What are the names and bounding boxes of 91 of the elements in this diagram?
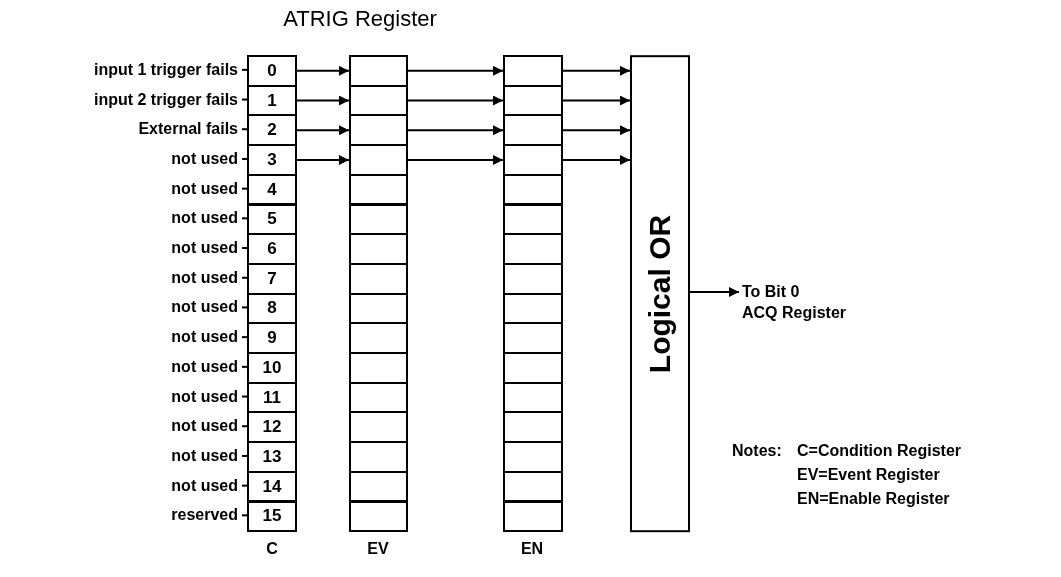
register-cell xyxy=(349,470,408,503)
note-text: C=Condition Register xyxy=(797,442,961,460)
note-text: EN=Enable Register xyxy=(797,490,950,508)
arrow xyxy=(562,125,631,136)
signal-label: not used xyxy=(171,267,238,288)
bit-number-cell: 7 xyxy=(247,262,297,295)
signal-label: not used xyxy=(171,386,238,407)
connector-line xyxy=(241,157,248,160)
arrow xyxy=(296,125,350,136)
connector-line xyxy=(241,128,248,131)
register-cell xyxy=(503,500,563,533)
connector-line xyxy=(241,187,248,190)
register-cell xyxy=(503,262,563,295)
connector-line xyxy=(241,336,248,339)
logic-gate-box: Logical OR xyxy=(630,55,690,533)
register-cell xyxy=(349,233,408,265)
bit-number-cell: 4 xyxy=(247,173,297,206)
register-cell xyxy=(349,262,408,295)
connector-line xyxy=(241,68,248,71)
arrow xyxy=(407,154,504,165)
bit-number-cell: 0 xyxy=(247,55,297,87)
bit-number-cell: 13 xyxy=(247,441,297,473)
signal-label: not used xyxy=(171,238,238,259)
signal-label: not used xyxy=(171,208,238,229)
signal-label: not used xyxy=(171,445,238,466)
column-label: EN xyxy=(520,540,544,558)
connector-line xyxy=(241,365,248,368)
arrow xyxy=(562,65,631,76)
register-cell xyxy=(503,173,563,206)
bit-number-cell: 6 xyxy=(247,233,297,265)
signal-label: not used xyxy=(171,356,238,377)
register-cell xyxy=(349,114,408,147)
connector-line xyxy=(241,395,248,398)
bit-number-cell: 10 xyxy=(247,352,297,384)
connector-line xyxy=(241,217,248,220)
signal-label: not used xyxy=(171,327,238,348)
signal-label: input 2 trigger fails xyxy=(94,89,238,110)
register-cell xyxy=(349,173,408,206)
register-cell xyxy=(349,500,408,533)
bit-number-cell: 9 xyxy=(247,322,297,354)
register-cell xyxy=(503,322,563,354)
register-cell xyxy=(349,441,408,473)
column-label: C xyxy=(266,540,278,558)
signal-label: not used xyxy=(171,297,238,318)
register-cell xyxy=(503,114,563,147)
bit-number-cell: 12 xyxy=(247,411,297,444)
arrow xyxy=(407,65,504,76)
connector-line xyxy=(241,247,248,250)
column-label: EV xyxy=(367,540,389,558)
register-cell xyxy=(349,144,408,176)
arrow xyxy=(296,95,350,106)
connector-line xyxy=(241,484,248,487)
diagram-title: ATRIG Register xyxy=(283,6,437,32)
signal-label: External fails xyxy=(138,119,238,140)
connector-line xyxy=(241,306,248,309)
signal-label: not used xyxy=(171,148,238,169)
register-cell xyxy=(503,144,563,176)
signal-label: not used xyxy=(171,416,238,437)
signal-label: not used xyxy=(171,178,238,199)
bit-number-cell: 15 xyxy=(247,500,297,533)
register-cell xyxy=(503,233,563,265)
register-cell xyxy=(349,322,408,354)
signal-label: input 1 trigger fails xyxy=(94,59,238,80)
register-cell xyxy=(503,411,563,444)
connector-line xyxy=(241,425,248,428)
arrow xyxy=(407,125,504,136)
register-cell xyxy=(349,411,408,444)
register-cell xyxy=(349,55,408,87)
output-label: To Bit 0 ACQ Register xyxy=(742,281,867,323)
bit-number-cell: 3 xyxy=(247,144,297,176)
register-cell xyxy=(503,352,563,384)
connector-line xyxy=(241,454,248,457)
note-text: EV=Event Register xyxy=(797,466,940,484)
arrow xyxy=(562,95,631,106)
bit-number-cell: 2 xyxy=(247,114,297,147)
signal-label: not used xyxy=(171,475,238,496)
notes-heading: Notes: xyxy=(732,442,782,460)
register-cell xyxy=(503,55,563,87)
signal-label: reserved xyxy=(171,505,238,526)
bit-number-cell: 14 xyxy=(247,470,297,503)
register-cell xyxy=(349,352,408,384)
arrow xyxy=(689,287,740,297)
arrow xyxy=(296,154,350,165)
arrow xyxy=(407,95,504,106)
register-cell xyxy=(503,470,563,503)
connector-line xyxy=(241,98,248,101)
arrow xyxy=(562,154,631,165)
connector-line xyxy=(241,276,248,279)
register-cell xyxy=(503,441,563,473)
connector-line xyxy=(241,514,248,517)
arrow xyxy=(296,65,350,76)
